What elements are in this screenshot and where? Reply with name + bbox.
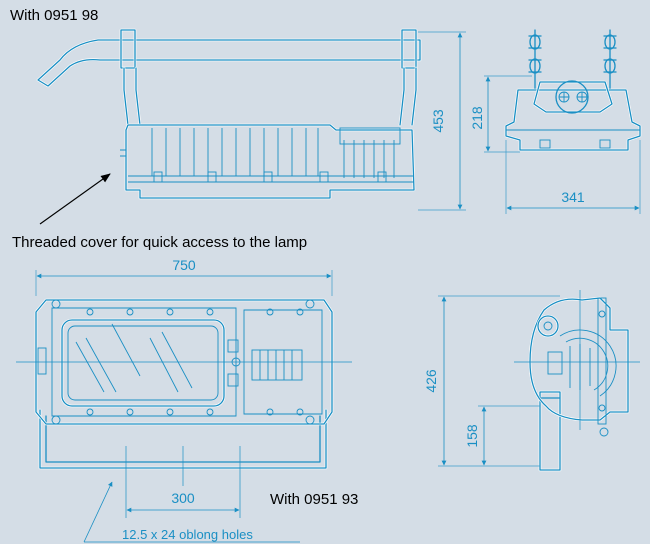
side-view-with-wall-bracket (36, 28, 422, 200)
holes-leader: 12.5 x 24 oblong holes (83, 481, 300, 543)
dimension-453: 453 (418, 31, 466, 211)
holes-note: 12.5 x 24 oblong holes (122, 527, 253, 542)
cover-note: Threaded cover for quick access to the l… (12, 234, 307, 251)
dimension-341-label: 341 (561, 189, 585, 205)
end-view-hanging (504, 29, 642, 152)
dimension-158-label: 158 (464, 424, 480, 448)
dimension-341: 341 (505, 140, 641, 214)
dimension-426: 426 (423, 295, 560, 467)
dimension-158: 158 (464, 405, 540, 466)
dimension-218-label: 218 (469, 106, 485, 130)
side-view-with-frame (514, 290, 640, 472)
accessory-label-bottom: With 0951 93 (270, 491, 358, 508)
dimension-453-label: 453 (430, 109, 446, 133)
dimension-300: 300 (126, 490, 240, 513)
dimension-300-label: 300 (171, 490, 195, 506)
dimension-750-label: 750 (172, 257, 196, 273)
dimension-426-label: 426 (423, 369, 439, 393)
top-view-with-frame (16, 298, 352, 518)
cover-leader-arrow (39, 173, 111, 225)
dimension-218: 218 (469, 75, 532, 153)
dimension-750: 750 (35, 257, 333, 296)
accessory-label-top: With 0951 98 (10, 7, 98, 24)
